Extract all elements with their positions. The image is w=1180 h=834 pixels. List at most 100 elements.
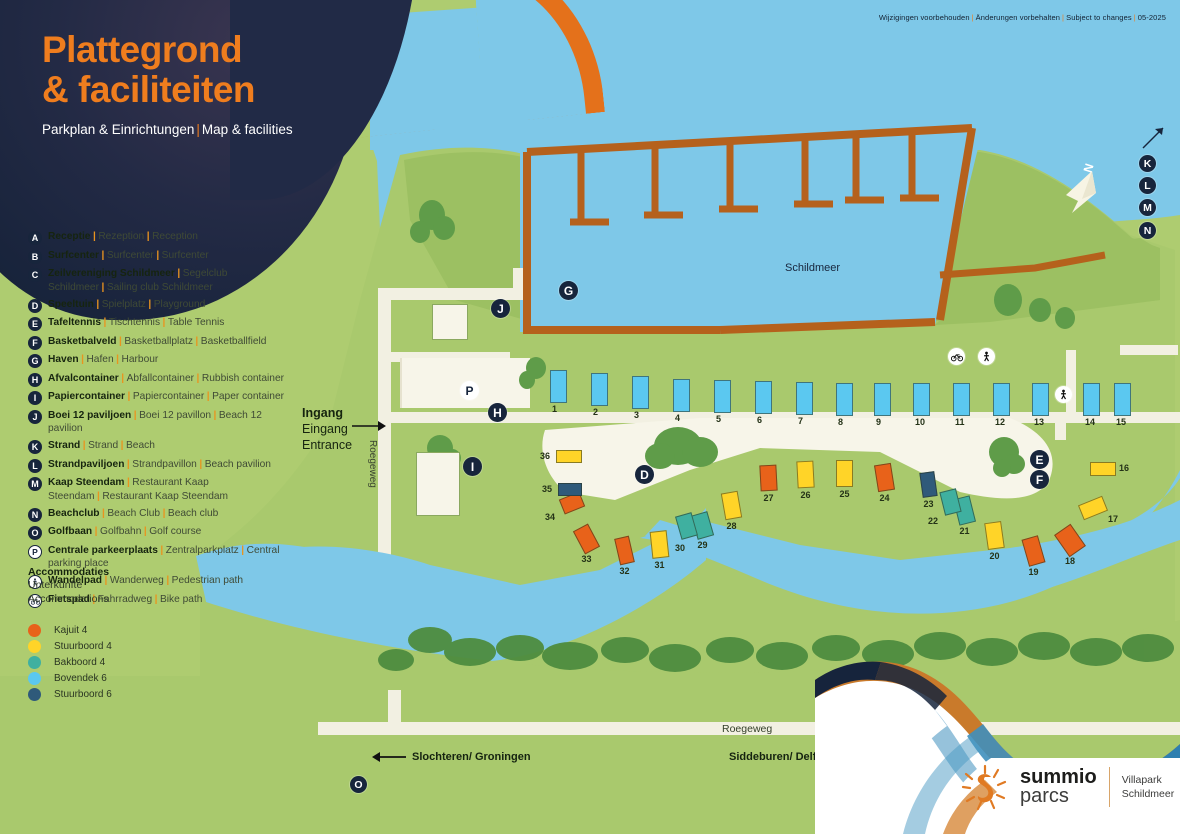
accommodation-plot[interactable]	[714, 380, 731, 413]
legend-item-text: Speeltuin|Spielplatz|Playground	[48, 298, 206, 310]
map-pin-l[interactable]: L	[1139, 177, 1156, 194]
direction-left-arrow-icon	[372, 752, 406, 762]
subtitle-separator: |	[196, 122, 200, 137]
accommodation-plot[interactable]	[796, 382, 813, 415]
direction-left-label: Slochteren/ Groningen	[412, 751, 531, 763]
accommodation-plot[interactable]	[632, 376, 649, 409]
accommodation-label: Bovendek 6	[54, 672, 107, 684]
accommodation-color-swatch	[28, 687, 41, 701]
logo-divider	[1108, 767, 1110, 807]
lake-label: Schildmeer	[785, 262, 841, 274]
accommodation-plot[interactable]	[1083, 383, 1100, 416]
legend-label-de: Fahrradweg	[97, 593, 153, 605]
legend-item-text: Kaap Steendam|Restaurant Kaap Steendam|R…	[48, 477, 229, 502]
accommodation-plot[interactable]	[550, 370, 567, 403]
legend-label-en: Basketballfield	[200, 335, 267, 347]
legend-pin-i: I	[28, 391, 42, 405]
accommodation-plot[interactable]	[759, 464, 778, 492]
legend-label-en: Harbour	[121, 354, 159, 365]
accommodation-plot[interactable]	[591, 373, 608, 406]
plot-number: 34	[545, 512, 556, 522]
legend-label-en: Surfcenter	[161, 249, 209, 261]
north-arrow-icon	[1142, 127, 1164, 149]
map-pin-h[interactable]: H	[488, 403, 507, 422]
legend-label-de: Surfcenter	[106, 249, 154, 261]
entrance-label: Ingang Eingang Entrance	[302, 405, 352, 453]
accommodations-title-de: Unterkünfte	[28, 579, 83, 591]
map-pin-j[interactable]: J	[491, 299, 510, 318]
compass-icon: N	[1062, 162, 1098, 220]
disclaimer-de: Änderungen vorbehalten	[975, 13, 1061, 22]
plot-number: 29	[697, 540, 708, 550]
legend-label-nl: Centrale parkeerplaats	[48, 544, 158, 556]
legend-label-de: Zentralparkplatz	[165, 544, 239, 556]
accommodation-plot[interactable]	[836, 460, 853, 487]
legend-pin-c: C	[28, 268, 42, 282]
legend-label-nl: Kaap Steendam	[48, 477, 125, 488]
legend-label-de: Boei 12 pavillon	[139, 409, 212, 421]
plot-number: 25	[839, 489, 850, 499]
accommodation-type: Bovendek 6	[28, 670, 278, 686]
legend-label-de: Abfallcontainer	[126, 372, 195, 384]
footer-swoosh	[815, 661, 1180, 834]
accommodation-plot[interactable]	[993, 383, 1010, 416]
plot-number: 21	[959, 526, 970, 536]
legend-label-de: Strandpavillon	[132, 458, 197, 470]
legend-label-de: Golfbahn	[100, 526, 142, 537]
map-pin-d[interactable]: D	[635, 465, 654, 484]
accommodation-plot[interactable]	[649, 530, 670, 559]
map-pin-k[interactable]: K	[1139, 155, 1156, 172]
map-pin-n[interactable]: N	[1139, 222, 1156, 239]
legend-label-de: Restaurant Kaap Steendam	[48, 477, 209, 502]
legend-pin-f: F	[28, 335, 42, 350]
accommodation-plot[interactable]	[755, 381, 772, 414]
map-pin-f[interactable]: F	[1030, 470, 1049, 489]
accommodations-title-nl: Accommodaties	[28, 566, 110, 578]
legend-label-nl: Speeltuin	[48, 298, 94, 310]
legend-label-de: Basketballplatz	[124, 335, 193, 347]
accommodation-plot[interactable]	[1090, 462, 1116, 476]
legend-item-text: Basketbalveld|Basketballplatz|Basketball…	[48, 335, 267, 347]
accommodation-type: Stuurboord 6	[28, 686, 278, 702]
legend-item-text: Wandelpad|Wanderweg|Pedestrian path	[48, 575, 244, 586]
legend-label-nl: Strandpaviljoen	[48, 458, 125, 470]
plot-number: 13	[1034, 417, 1045, 427]
accommodation-plot[interactable]	[913, 383, 930, 416]
accommodation-plot[interactable]	[1032, 383, 1049, 416]
accommodation-plot[interactable]	[558, 483, 582, 496]
legend-item-text: Papiercontainer|Papiercontainer|Paper co…	[48, 391, 285, 402]
legend-item-text: Boei 12 paviljoen|Boei 12 pavillon|Beach…	[48, 409, 262, 435]
map-pin-o[interactable]: O	[350, 776, 367, 793]
legend-pin-d: D	[28, 298, 42, 313]
accommodation-plot[interactable]	[953, 383, 970, 416]
plot-number: 30	[675, 543, 686, 553]
accommodation-plot[interactable]	[1114, 383, 1131, 416]
accommodation-plot[interactable]	[836, 383, 853, 416]
accommodation-plot[interactable]	[796, 460, 815, 489]
accommodation-plot[interactable]	[874, 383, 891, 416]
accommodation-plot[interactable]	[556, 450, 582, 463]
map-pin-e[interactable]: E	[1030, 450, 1049, 469]
legend-item-walk: Wandelpad|Wanderweg|Pedestrian path	[28, 574, 298, 589]
plot-number: 26	[800, 490, 811, 500]
plot-number: 10	[915, 417, 926, 427]
map-pin-m[interactable]: M	[1139, 199, 1156, 216]
legend-label-en: Beach pavilion	[204, 458, 271, 470]
map-pin-i[interactable]: I	[463, 457, 482, 476]
subtitle-de: Parkplan & Einrichtungen	[42, 122, 195, 137]
legend-label-en: Beach 12 pavilion	[48, 409, 262, 435]
plot-number: 17	[1108, 514, 1119, 524]
plot-number: 2	[593, 407, 599, 417]
subtitle-en: Map & facilities	[201, 122, 293, 137]
plot-number: 24	[879, 493, 890, 503]
accommodation-plot[interactable]	[673, 379, 690, 412]
legend-pin-n: N	[28, 507, 42, 522]
map-pin-g[interactable]: G	[559, 281, 578, 300]
map-pin-p[interactable]: P	[460, 381, 479, 400]
accommodation-plot[interactable]	[984, 520, 1005, 551]
